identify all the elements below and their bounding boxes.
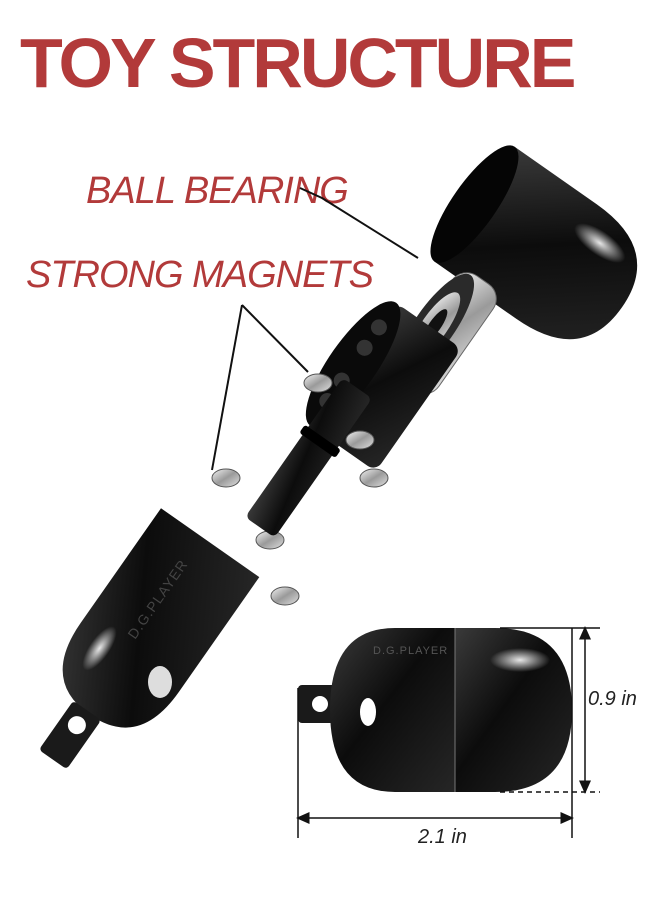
magnet-leader-2: [241, 304, 309, 373]
ball-bearing-leader: [299, 187, 419, 259]
shaft: [247, 380, 370, 536]
magnet-leader-1: [211, 304, 243, 471]
page-title: TOY STRUCTURE: [20, 24, 576, 102]
keyring-loop: [40, 702, 100, 768]
height-label: 0.9 in: [588, 688, 637, 710]
cap-shine: [148, 666, 172, 698]
strong-magnets-label: STRONG MAGNETS: [26, 254, 374, 296]
bottom-cap: [62, 508, 260, 728]
magnets: [211, 373, 389, 606]
width-label: 2.1 in: [418, 826, 467, 848]
assembled-product: [298, 628, 572, 792]
dimension-lines: [296, 626, 600, 838]
brand-engraving-assembled: D.G.PLAYER: [373, 645, 448, 657]
leader-lines: [211, 187, 419, 471]
